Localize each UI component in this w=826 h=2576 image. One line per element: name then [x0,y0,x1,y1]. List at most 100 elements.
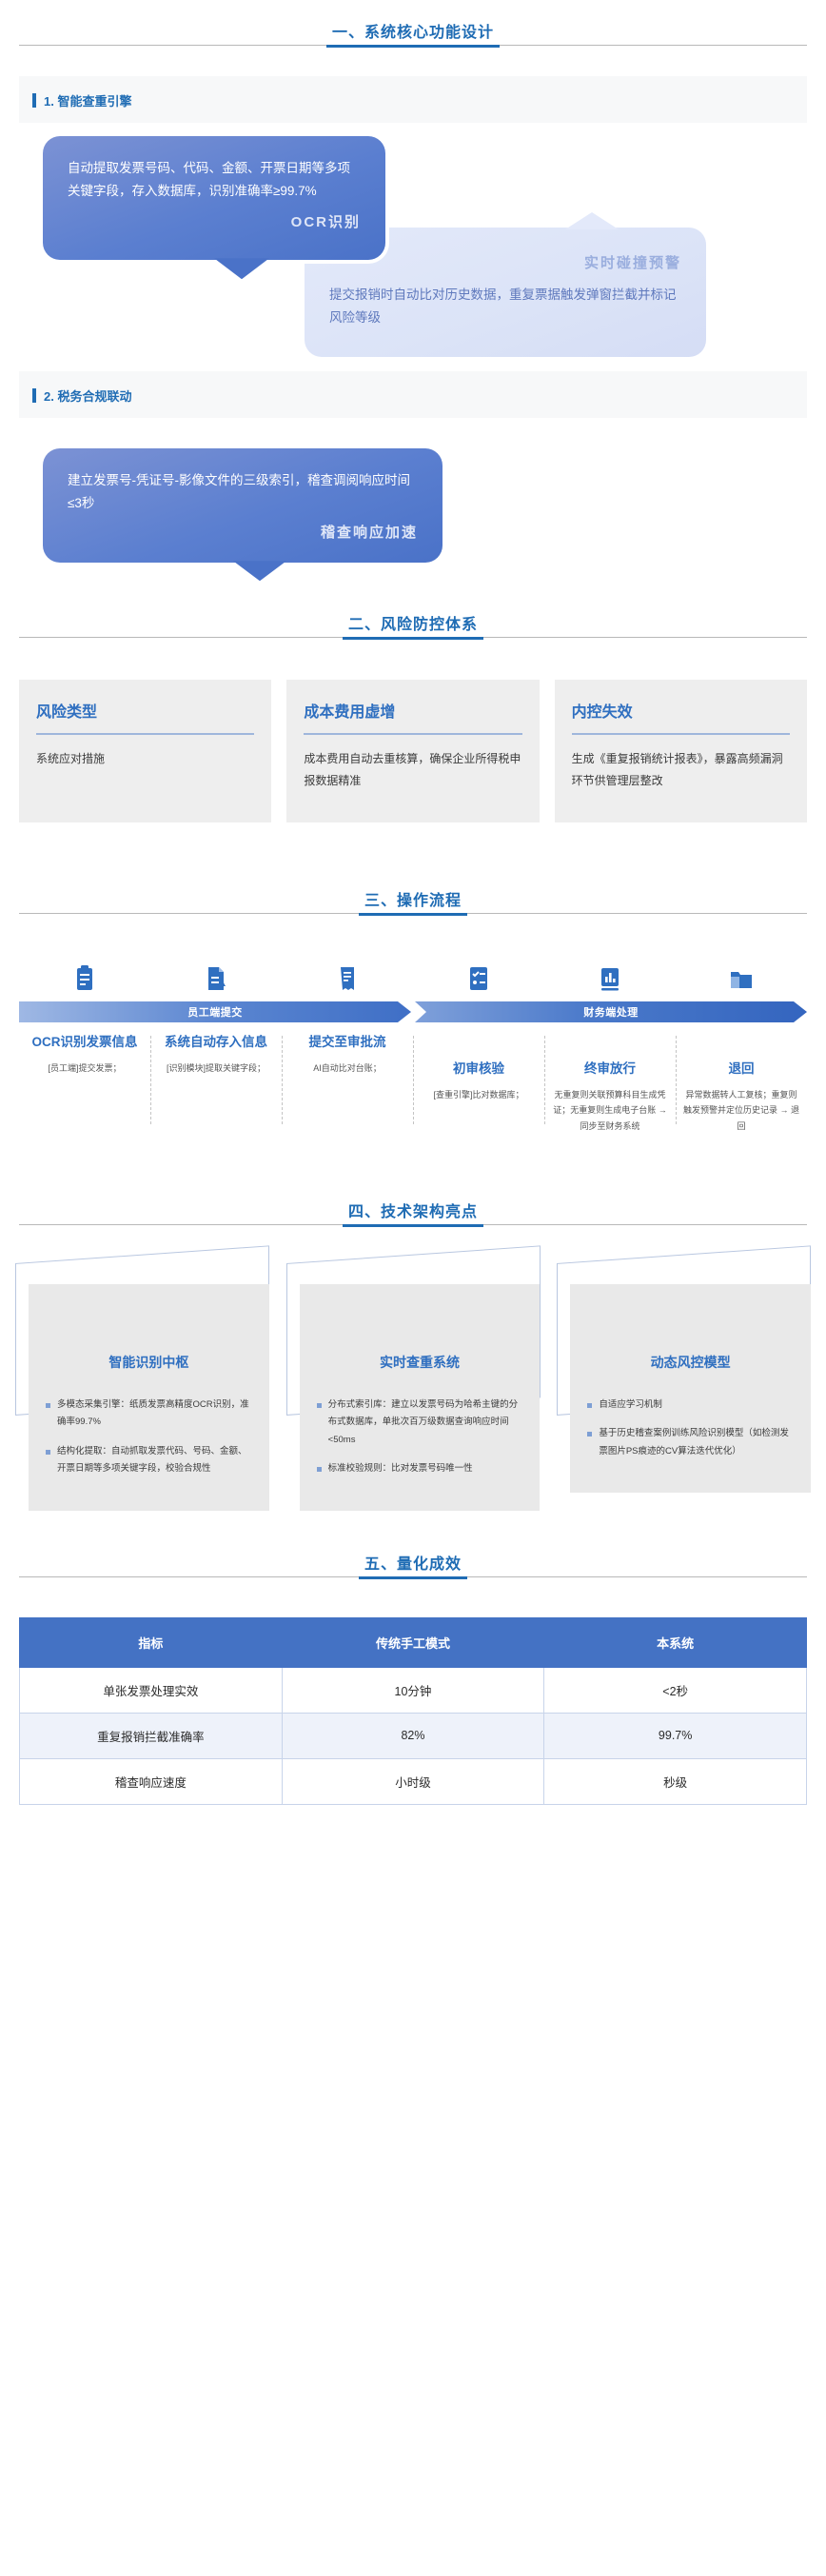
spacer-6b [0,1170,826,1195]
section-heading-risk: 二、风险防控体系 [19,607,807,653]
card-ocr-body: 自动提取发票号码、代码、金额、开票日期等多项关键字段，存入数据库，识别准确率≥9… [68,161,350,198]
section-title-kpi: 五、量化成效 [358,1550,468,1579]
process-flow: 员工端提交 财务端处理 OCR识别发票信息 [员工端]提交发票； 系统自动存入信… [19,954,807,1134]
kpi-cell: 小时级 [281,1757,545,1805]
section-heading-tech: 四、技术架构亮点 [19,1195,807,1240]
flow-icon-cell [413,954,544,992]
accent-bar [32,388,36,403]
subsection-label-1: 1. 智能查重引擎 [44,94,132,109]
subsection-band-1: 1. 智能查重引擎 [19,76,807,123]
section-title-flow: 三、操作流程 [358,887,468,916]
report-chart-icon [599,965,621,992]
bubble-beak [214,258,269,280]
tech-card-row: 智能识别中枢 多模态采集引擎：纸质发票高精度OCR识别，准确率99.7% 结构化… [15,1245,812,1511]
table-row: 稽查响应速度 小时级 秒级 [19,1757,807,1805]
bubble-notch [565,212,619,229]
spacer-top [0,0,826,15]
kpi-table-wrap: 指标 传统手工模式 本系统 单张发票处理实效 10分钟 <2秒 重复报销拦截准确… [19,1616,807,1805]
risk-card-title: 成本费用虚增 [304,704,396,721]
kpi-table-head: 指标 传统手工模式 本系统 [19,1616,807,1668]
risk-card-text: 成本费用自动去重核算，确保企业所得税申报数据精准 [304,752,521,788]
section-title-tech: 四、技术架构亮点 [342,1198,484,1227]
flow-step: 终审放行 无重复则关联预算科目生成凭证；无重复则生成电子台账 → 同步至财务系统 [544,1034,676,1134]
section-title-risk: 二、风险防控体系 [342,611,484,640]
folder-icon [729,967,754,992]
flow-step-title: 退回 [728,1061,755,1076]
card-audit-response: 建立发票号-凭证号-影像文件的三级索引，稽查调阅响应时间≤3秒 稽查响应加速 [43,448,442,582]
card-ocr-tag: OCR识别 [290,214,361,231]
flow-band-label: 财务端处理 [583,1007,639,1019]
kpi-col-manual: 传统手工模式 [281,1616,545,1668]
risk-card-title: 风险类型 [36,704,98,721]
flow-icon-cell [150,954,282,992]
kpi-col-system: 本系统 [543,1616,807,1668]
tech-card-item: 结构化提取：自动抓取发票代码、号码、金额、开票日期等多项关键字段，校验合规性 [46,1443,252,1478]
risk-card: 风险类型 系统应对措施 [19,680,272,822]
risk-card-row: 风险类型 系统应对措施 成本费用虚增 成本费用自动去重核算，确保企业所得税申报数… [19,680,807,822]
flow-step-title: OCR识别发票信息 [31,1035,138,1049]
flow-icon-cell [282,954,413,992]
subsection-title-1: 1. 智能查重引擎 [19,91,807,109]
kpi-cell: 单张发票处理实效 [19,1666,283,1714]
checklist-icon [467,965,490,992]
spacer-5 [0,822,826,859]
flow-band-label: 员工端提交 [187,1007,243,1019]
kpi-cell: 82% [281,1712,545,1759]
flow-band-employee: 员工端提交 [19,1001,411,1022]
kpi-cell: 秒级 [543,1757,807,1805]
risk-card: 内控失效 生成《重复报销统计报表》，暴露高频漏洞环节供管理层整改 [554,680,807,822]
card-audit-body: 建立发票号-凭证号-影像文件的三级索引，稽查调阅响应时间≤3秒 [68,473,410,510]
tech-card-item: 标准校验规则：比对发票号码唯一性 [316,1460,523,1478]
card-realtime-body: 提交报销时自动比对历史数据，重复票据触发弹窗拦截并标记风险等级 [329,287,677,325]
kpi-table: 指标 传统手工模式 本系统 单张发票处理实效 10分钟 <2秒 重复报销拦截准确… [19,1616,807,1805]
section-heading-kpi: 五、量化成效 [19,1547,807,1593]
flow-step-desc: [识别模块]提取关键字段； [166,1063,266,1074]
tech-card-sheet: 实时查重系统 分布式索引库：建立以发票号码为哈希主键的分布式数据库，单批次百万级… [299,1283,541,1511]
section-title-core: 一、系统核心功能设计 [325,19,501,48]
tech-card-item: 基于历史稽查案例训练风险识别模型（如检测发票图片PS痕迹的CV算法迭代优化） [587,1425,794,1460]
spacer-6 [0,1134,826,1170]
flow-step-title: 初审核验 [453,1061,504,1076]
flow-step-desc: 异常数据转人工复核；重复则触发预警并定位历史记录 → 退回 [682,1090,799,1131]
spacer-5b [0,859,826,883]
tech-card: 动态风控模型 自适应学习机制 基于历史稽查案例训练风险识别模型（如检测发票图片P… [557,1245,812,1511]
kpi-cell: 稽查响应速度 [19,1757,283,1805]
risk-card-divider [304,733,522,735]
tech-card-item: 分布式索引库：建立以发票号码为哈希主键的分布式数据库，单批次百万级数据查询响应时… [316,1397,523,1450]
card-audit-tag: 稽查响应加速 [320,525,418,542]
spacer-4 [0,571,826,607]
flow-step: 退回 异常数据转人工复核；重复则触发预警并定位历史记录 → 退回 [676,1034,807,1134]
spacer-1 [0,61,826,76]
document-scan-icon [205,965,227,992]
risk-card-divider [571,733,790,735]
flow-step-title: 提交至审批流 [308,1035,386,1049]
invoice-icon [337,965,358,992]
flow-step-desc: AI自动比对台账； [313,1063,382,1074]
tech-card-title: 智能识别中枢 [108,1354,189,1370]
card-realtime-tag: 实时碰撞预警 [583,255,681,271]
kpi-cell: <2秒 [543,1666,807,1714]
kpi-cell: 重复报销拦截准确率 [19,1712,283,1759]
flow-icon-cell [19,954,150,992]
spacer-3 [0,418,826,443]
kpi-table-body: 单张发票处理实效 10分钟 <2秒 重复报销拦截准确率 82% 99.7% 稽查… [19,1666,807,1805]
flow-step: 初审核验 [查重引擎]比对数据库； [413,1034,544,1134]
spacer-7 [0,1511,826,1547]
tech-card-list: 自适应学习机制 基于历史稽查案例训练风险识别模型（如检测发票图片PS痕迹的CV算… [587,1397,794,1461]
flow-step-desc: 无重复则关联预算科目生成凭证；无重复则生成电子台账 → 同步至财务系统 [553,1090,667,1131]
flow-band-row: 员工端提交 财务端处理 [19,1001,807,1022]
flow-step: 提交至审批流 AI自动比对台账； [282,1034,413,1134]
flow-step-desc: [查重引擎]比对数据库； [433,1090,524,1100]
flow-band-finance: 财务端处理 [415,1001,807,1022]
flow-step: OCR识别发票信息 [员工端]提交发票； [19,1034,150,1134]
risk-card-text: 系统应对措施 [36,752,106,765]
risk-card-title: 内控失效 [571,704,633,721]
risk-card-divider [36,733,255,735]
tech-card-list: 多模态采集引擎：纸质发票高精度OCR识别，准确率99.7% 结构化提取：自动抓取… [46,1397,252,1478]
section-heading-core: 一、系统核心功能设计 [19,15,807,61]
flow-icon-row [19,954,807,992]
tech-card-item: 自适应学习机制 [587,1397,794,1415]
flow-step-desc: [员工端]提交发票； [48,1063,122,1074]
tech-card: 智能识别中枢 多模态采集引擎：纸质发票高精度OCR识别，准确率99.7% 结构化… [15,1245,269,1511]
flow-step: 系统自动存入信息 [识别模块]提取关键字段； [150,1034,282,1134]
